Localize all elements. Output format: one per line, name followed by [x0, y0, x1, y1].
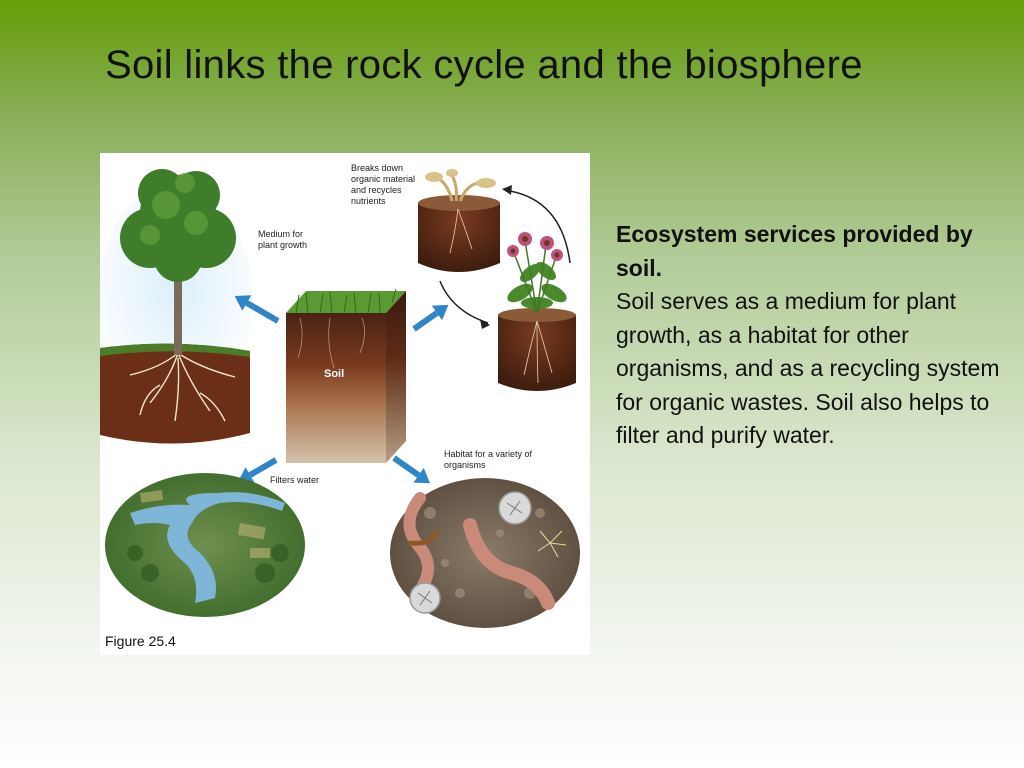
flowering-plant-vignette [498, 232, 576, 391]
soil-figure: Breaks down organic material and recycle… [100, 153, 590, 655]
slide-title: Soil links the rock cycle and the biosph… [105, 40, 865, 90]
label-filters-water: Filters water [270, 475, 350, 486]
label-habitat: Habitat for a variety of organisms [444, 449, 544, 471]
figure-caption: Figure 25.4 [105, 633, 176, 649]
body-paragraph: Soil serves as a medium for plant growth… [616, 285, 1006, 453]
label-soil: Soil [324, 368, 344, 380]
tree-vignette [100, 169, 253, 444]
soil-illustration [100, 153, 590, 655]
body-text: Ecosystem services provided by soil. Soi… [616, 218, 1006, 453]
habitat-vignette [390, 478, 580, 628]
body-heading: Ecosystem services provided by soil. [616, 218, 1006, 285]
label-breaks-down: Breaks down organic material and recycle… [351, 163, 431, 207]
soil-block [286, 289, 406, 463]
river-vignette [105, 473, 305, 617]
label-medium-plant-growth: Medium for plant growth [258, 229, 318, 251]
